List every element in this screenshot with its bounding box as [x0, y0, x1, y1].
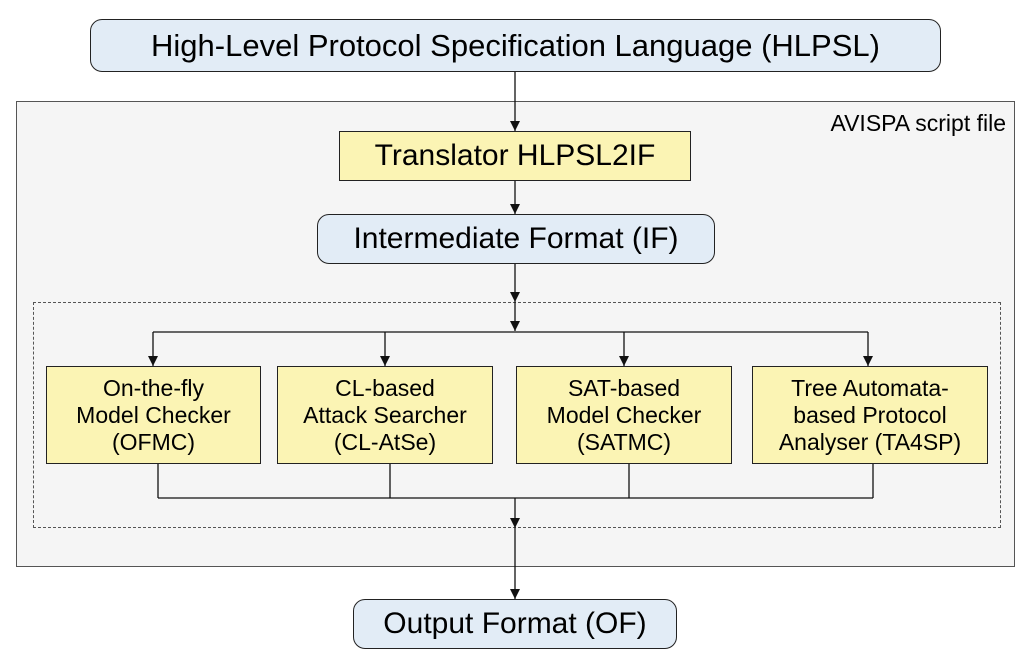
tool-line: Analyser (TA4SP) [778, 428, 962, 455]
tool-line: Model Checker [546, 401, 702, 428]
intermediate-format-label: Intermediate Format (IF) [353, 222, 679, 255]
hlpsl-box: High-Level Protocol Specification Langua… [90, 19, 941, 72]
translator-label: Translator HLPSL2IF [374, 139, 656, 172]
tool-line: (SATMC) [576, 428, 672, 455]
tool-box-satmc: SAT-based Model Checker (SATMC) [516, 366, 732, 464]
tool-line: CL-based [335, 374, 435, 401]
tool-box-ofmc: On-the-fly Model Checker (OFMC) [46, 366, 261, 464]
tool-line: Tree Automata- [791, 374, 949, 401]
tool-line: (CL-AtSe) [333, 428, 437, 455]
tool-box-clatse: CL-based Attack Searcher (CL-AtSe) [277, 366, 493, 464]
output-format-box: Output Format (OF) [353, 599, 677, 649]
tool-line: Attack Searcher [303, 401, 467, 428]
output-format-label: Output Format (OF) [383, 607, 647, 640]
tool-line: SAT-based [567, 374, 681, 401]
translator-box: Translator HLPSL2IF [339, 131, 691, 181]
tool-box-ta4sp: Tree Automata- based Protocol Analyser (… [752, 366, 988, 464]
tool-line: Model Checker [76, 401, 231, 428]
hlpsl-label: High-Level Protocol Specification Langua… [151, 27, 880, 63]
tool-line: (OFMC) [111, 428, 196, 455]
tool-line: based Protocol [793, 401, 947, 428]
intermediate-format-box: Intermediate Format (IF) [317, 214, 715, 264]
tool-line: On-the-fly [103, 374, 204, 401]
container-label: AVISPA script file [830, 110, 1006, 136]
